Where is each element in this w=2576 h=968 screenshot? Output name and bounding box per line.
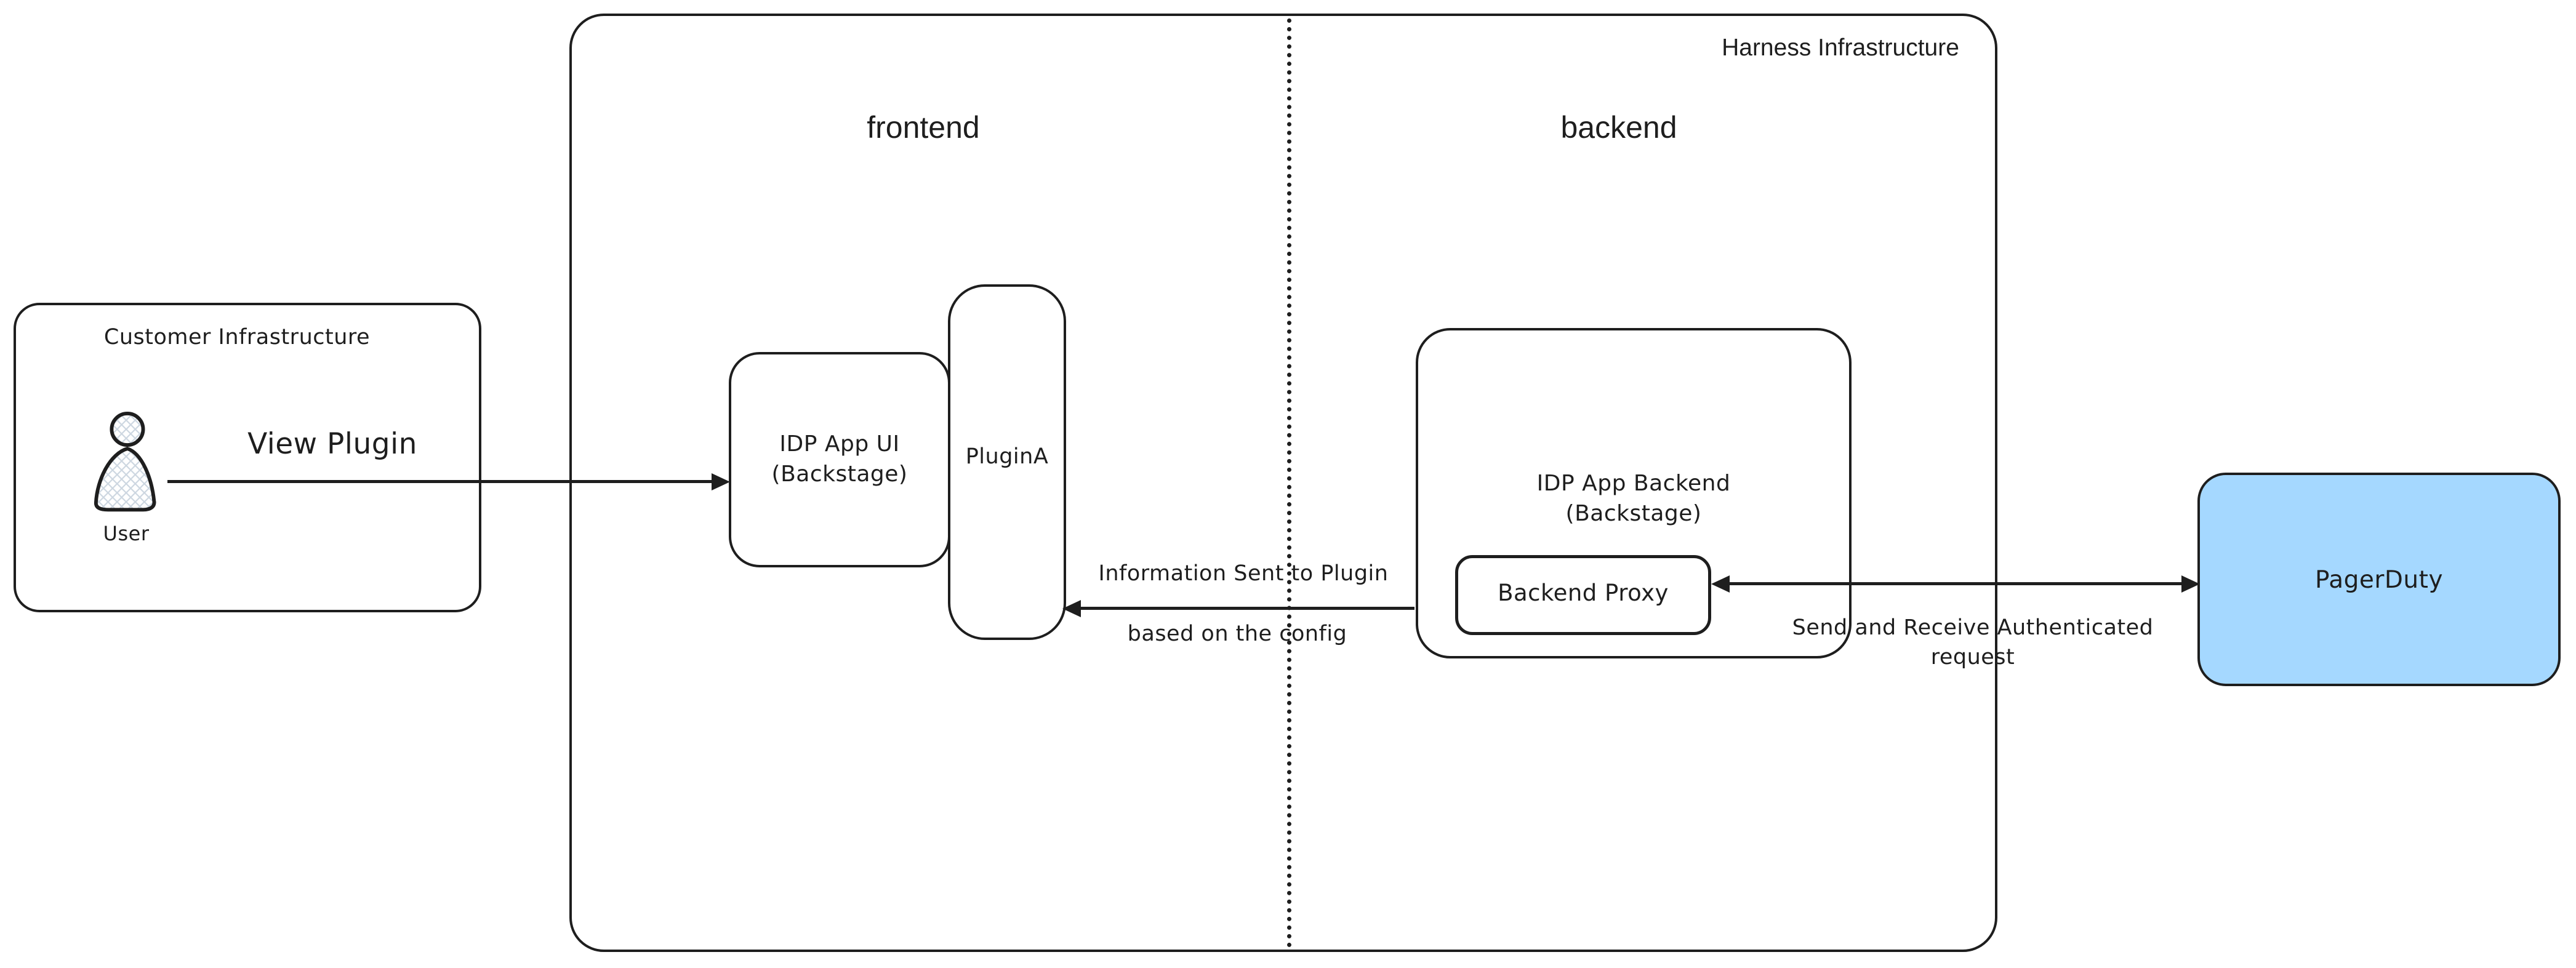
frontend-backend-divider — [1287, 18, 1291, 948]
view-plugin-arrow-line — [167, 480, 715, 483]
user-label: User — [103, 522, 150, 545]
info-arrow-label-line2: based on the config — [1127, 622, 1347, 646]
authenticated-request-arrowhead-right-icon — [2181, 575, 2200, 593]
info-to-plugin-arrowhead-left-icon — [1062, 600, 1081, 617]
view-plugin-arrowhead-right-icon — [712, 473, 730, 490]
authenticated-request-arrowhead-left-icon — [1711, 575, 1730, 593]
person-icon — [94, 412, 156, 512]
pagerduty-label: PagerDuty — [2314, 566, 2444, 594]
backend-section-label: backend — [1560, 110, 1677, 145]
idp-app-backend-box — [1416, 328, 1852, 658]
auth-arrow-label-line1: Send and Receive Authenticated — [1792, 615, 2154, 640]
pagerduty-box — [2197, 473, 2561, 686]
plugin-a-box — [948, 284, 1066, 640]
frontend-section-label: frontend — [867, 110, 980, 145]
idp-app-backend-label: IDP App Backend (Backstage) — [1428, 469, 1839, 529]
idp-app-ui-box — [729, 352, 950, 567]
auth-arrow-label-line2: request — [1930, 645, 2015, 670]
idp-app-ui-label: IDP App UI (Backstage) — [735, 430, 944, 489]
idp-app-backend-line2: (Backstage) — [1565, 500, 1702, 526]
customer-infrastructure-title: Customer Infrastructure — [103, 325, 371, 350]
plugin-a-label: PluginA — [965, 444, 1049, 469]
view-plugin-arrow-label: View Plugin — [247, 427, 417, 461]
idp-app-ui-line1: IDP App UI — [779, 431, 900, 457]
harness-infrastructure-title: Harness Infrastructure — [1722, 34, 1959, 61]
info-to-plugin-arrow-line — [1078, 607, 1414, 610]
info-arrow-label-line1: Information Sent to Plugin — [1098, 561, 1389, 586]
customer-infrastructure-box — [14, 303, 481, 612]
idp-app-ui-line2: (Backstage) — [771, 461, 908, 487]
backend-proxy-label: Backend Proxy — [1498, 580, 1669, 606]
backend-proxy-box — [1455, 555, 1711, 635]
idp-app-backend-line1: IDP App Backend — [1536, 471, 1731, 496]
authenticated-request-arrow-line — [1727, 582, 2185, 585]
